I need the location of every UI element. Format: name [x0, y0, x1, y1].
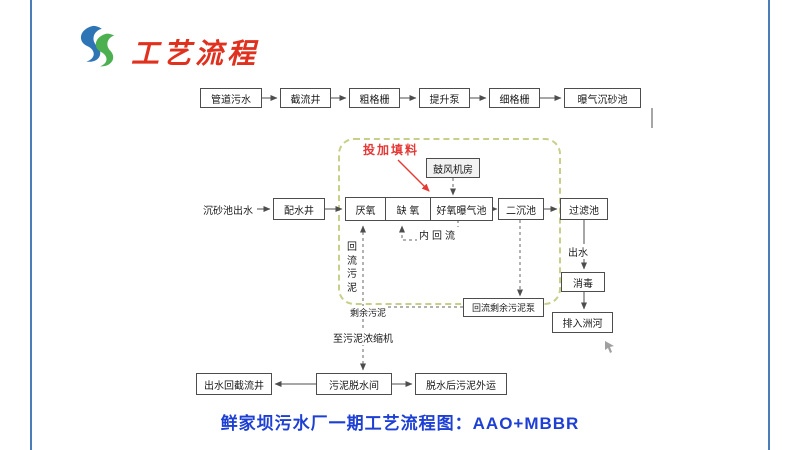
node-filter-tank: 过滤池 [560, 198, 608, 220]
cursor-artifact [605, 341, 614, 353]
label-filler-dosing: 投加填料 [363, 143, 420, 157]
node-anaerobic-tank: 厌氧 [345, 197, 386, 221]
label-surplus-sludge: 剩余污泥 [348, 306, 389, 319]
node-interception-well: 截流井 [280, 88, 331, 108]
label-to-sludge-thickener: 至污泥浓缩机 [331, 330, 395, 345]
node-pipeline-sewage: 管道污水 [200, 88, 262, 108]
node-distribution-well: 配水井 [273, 198, 325, 220]
node-coarse-screen: 粗格栅 [349, 88, 400, 108]
label-internal-reflux: 内回流 [417, 227, 460, 242]
mbbr-dashed-frame [338, 138, 561, 305]
node-fine-screen: 细格栅 [489, 88, 540, 108]
node-discharge-to-river: 排入洲河 [552, 312, 613, 333]
page-title: 工艺流程 [131, 37, 260, 70]
node-dewatered-sludge-out: 脱水后污泥外运 [415, 373, 507, 395]
slide-caption: 鲜家坝污水厂一期工艺流程图：AAO+MBBR [220, 414, 580, 433]
label-effluent: 出水 [566, 244, 590, 259]
left-border-line [30, 0, 32, 450]
node-disinfection: 消毒 [561, 272, 605, 292]
node-lift-pump: 提升泵 [419, 88, 470, 108]
right-border-line [768, 0, 770, 450]
node-aerobic-aeration-tank: 好氧曝气池 [430, 197, 493, 221]
label-return-sludge: 回流污泥 [347, 242, 357, 294]
node-aerated-grit-chamber: 曝气沉砂池 [564, 88, 641, 108]
node-anoxic-tank: 缺 氧 [385, 197, 431, 221]
node-reflux-surplus-sludge-pump: 回流剩余污泥泵 [463, 298, 544, 317]
node-secondary-clarifier: 二沉池 [498, 198, 544, 220]
company-logo-icon [80, 25, 115, 67]
node-sludge-dewatering-room: 污泥脱水间 [316, 373, 392, 395]
label-grit-effluent: 沉砂池出水 [203, 206, 253, 217]
node-effluent-return-well: 出水回截流井 [196, 373, 272, 395]
node-blower-room: 鼓风机房 [426, 158, 480, 178]
